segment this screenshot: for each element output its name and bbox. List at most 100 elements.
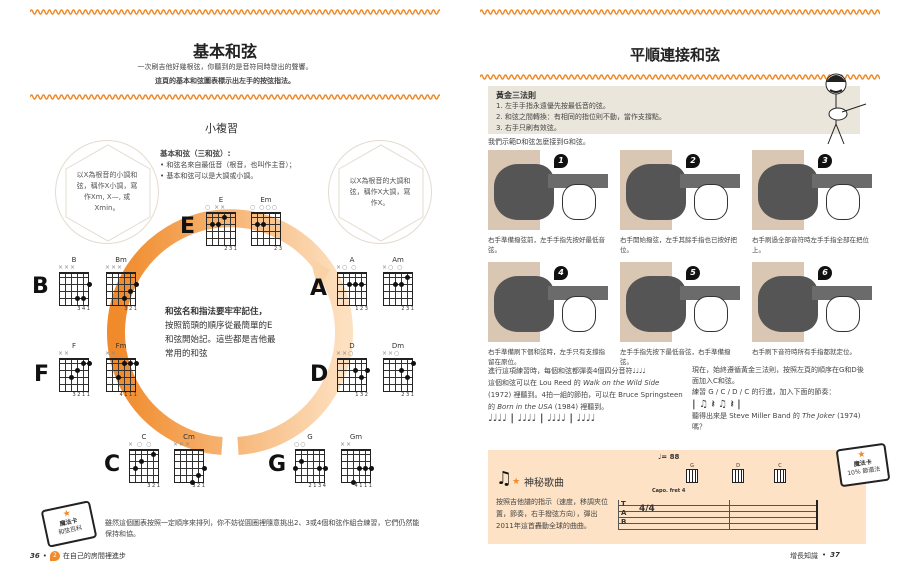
para-text: 練習 G / C / D / C 的行進，加入下面的節奏：	[692, 388, 836, 396]
finger-dot	[222, 215, 227, 220]
finger-dot	[210, 222, 215, 227]
guitarist-illustration	[825, 73, 867, 145]
finger-dot	[399, 282, 404, 287]
chord-name: Am	[392, 256, 404, 264]
chord-diagram-Cm: Cm×××3 2 1	[173, 433, 207, 490]
center-text: 和弦名和指法要牢牢記住， 按照箭頭的順序從最簡單的E 和弦開始記。這些都是吉他最…	[165, 305, 295, 361]
page-title: 基本和弦	[192, 42, 257, 61]
review-heading: 基本和弦（三和弦）:	[160, 149, 231, 158]
finger-numbers: 1 3 2	[355, 392, 368, 398]
fretboard-grid	[106, 358, 139, 392]
pick-number-badge: 1	[554, 154, 568, 168]
chord-diagram-Fm: Fm××4 1 1 1	[105, 342, 139, 399]
finger-dot	[75, 296, 80, 301]
chord-diagram-Em: Em○ ○○○2 3	[250, 196, 282, 253]
mystery-title: 神秘歌曲	[524, 478, 564, 489]
finger-dot	[347, 282, 352, 287]
finger-dot	[293, 466, 298, 471]
golden-rules-box: 黃金三法則 1. 左手手指永遠優先按最低音的弦。 2. 和弦之間轉換：有相同的指…	[488, 86, 860, 134]
chord-diagram-B: B×××3 4 1	[58, 256, 92, 313]
open-strings: ××○	[382, 350, 401, 357]
center-line: 和弦名和指法要牢牢記住，	[165, 307, 268, 317]
finger-dot	[261, 222, 266, 227]
finger-dot	[87, 361, 92, 366]
footer-separator: •	[822, 551, 827, 559]
fretboard-grid	[337, 272, 367, 306]
chord-diagram-C: C× ○ ○3 2 1	[128, 433, 160, 490]
chord-name: Cm	[183, 433, 195, 441]
rhythm-notation: | ♫ 𝄽 ♫ 𝄽 |	[692, 399, 741, 410]
pick-number-badge: 2	[686, 154, 700, 168]
song-title: Born in the USA	[497, 403, 553, 411]
rules-title: 黃金三法則	[496, 91, 536, 100]
step-photo: 1	[488, 150, 608, 230]
chord-diagram-F: F××3 2 1 1	[58, 342, 92, 399]
finger-dot	[393, 282, 398, 287]
time-signature: 4/4	[639, 504, 655, 514]
fretboard-grid	[383, 272, 413, 306]
finger-dot	[317, 466, 322, 471]
chord-diagram-Dm: Dm××○2 3 1	[382, 342, 416, 399]
major-note-text: 以X為根音的大調和弦，稱作X大調，寫作X。	[349, 176, 411, 207]
minor-note-text: 以X為根音的小調和弦，稱作X小調，寫作Xm, X—, 或Xmin。	[76, 171, 138, 212]
para-text: (1984) 裡聽到。	[552, 403, 609, 411]
finger-dot	[128, 361, 133, 366]
intro-line: 這頁的基本和弦圖表標示出左手的按弦指法。	[155, 77, 295, 85]
open-strings: ××	[58, 350, 71, 357]
para-text: 聽得出來是 Steve Miller Band 的	[692, 412, 803, 420]
magic-card-tricks[interactable]: ★ 魔法卡 10% 節還法	[835, 442, 891, 488]
fretboard-grid	[129, 449, 159, 483]
chord-name: G	[307, 433, 313, 441]
fretboard-grid	[383, 358, 416, 392]
finger-dot	[405, 275, 410, 280]
review-bullet: • 和弦名來自最低音（根音，也叫作主音）；	[160, 161, 296, 169]
finger-numbers: 4 1 1 1	[119, 392, 138, 398]
finger-dot	[122, 361, 127, 366]
chord-diagram-Bm: Bm×××3 2 1	[105, 256, 139, 313]
step-caption: 右手開始撥弦，左手其餘手指也已按好把位。	[620, 236, 737, 254]
wave-divider	[30, 94, 440, 100]
step-caption: 左手手指先按下最低音弦，右手準備撥弦。	[620, 348, 731, 366]
finger-dot	[363, 466, 368, 471]
page-number: 37	[830, 551, 840, 559]
mystery-song-box: ♫★ 神秘歌曲 按照吉他譜的指示（速度，移調夾位置，節奏，右手撥弦方向），彈出2…	[488, 450, 866, 544]
open-strings: × ○ ○	[128, 441, 153, 448]
finger-dot	[81, 296, 86, 301]
fretboard-grid	[251, 212, 281, 246]
chord-name: C	[141, 433, 147, 441]
chapter-label: 增長知識	[790, 552, 818, 560]
open-strings: ×××	[58, 264, 77, 271]
open-strings: ××○	[336, 350, 355, 357]
open-strings: ×××	[173, 441, 192, 448]
finger-dot	[202, 466, 207, 471]
step-caption: 右手刷下音符時所有手指都就定位。	[752, 348, 856, 356]
finger-numbers: 4 1 1 1	[354, 483, 373, 489]
rhythm-notation: ♩♩♩♩ | ♩♩♩♩ | ♩♩♩♩ | ♩♩♩♩	[488, 413, 596, 424]
finger-dot	[190, 480, 195, 485]
finger-dot	[411, 361, 416, 366]
tab-chord: C	[774, 463, 786, 483]
rule-item: 2. 和弦之間轉換：有相同的指位則不動，當作支撐點。	[496, 113, 666, 121]
rule-item: 1. 左手手指永遠優先按最低音的弦。	[496, 102, 610, 110]
finger-dot	[87, 282, 92, 287]
intro-line: 一次刷吉他好幾根弦，你聽到的是音符同時發出的聲響。	[137, 63, 313, 71]
open-strings: ×○ ○	[336, 264, 358, 271]
fretboard-grid	[206, 212, 236, 246]
major-chord-note: 以X為根音的大調和弦，稱作X大調，寫作X。	[328, 140, 432, 244]
finger-dot	[196, 473, 201, 478]
review-bullet: • 基本和弦可以是大調或小調。	[160, 172, 258, 180]
finger-dot	[69, 375, 74, 380]
fretboard-grid	[59, 272, 92, 306]
fretboard-grid	[59, 358, 92, 392]
para-text: (1972) 裡聽到。4拍一組的節拍，可以在 Bruce Springsteen…	[488, 391, 683, 411]
finger-numbers: 2 3	[274, 246, 282, 252]
chord-diagram-E: E○ ××2 3 1	[205, 196, 237, 253]
fretboard-grid	[341, 449, 374, 485]
page-number: 36	[30, 552, 40, 560]
minor-chord-note: 以X為根音的小調和弦，稱作X小調，寫作Xm, X—, 或Xmin。	[55, 140, 159, 244]
step-caption: 右手刷過全部音符時左手手指全部在把位上。	[752, 236, 869, 254]
page-title: 平順連接和弦	[629, 46, 720, 64]
practice-right: 現在，始終遵循黃金三法則，按照左頁的順序在G和D後面加入C和弦。 練習 G / …	[692, 365, 864, 433]
tempo-marking: ♩= 88	[658, 453, 680, 461]
demo-intro: 我們示範D和弦怎麼接到G和弦。	[488, 138, 590, 146]
